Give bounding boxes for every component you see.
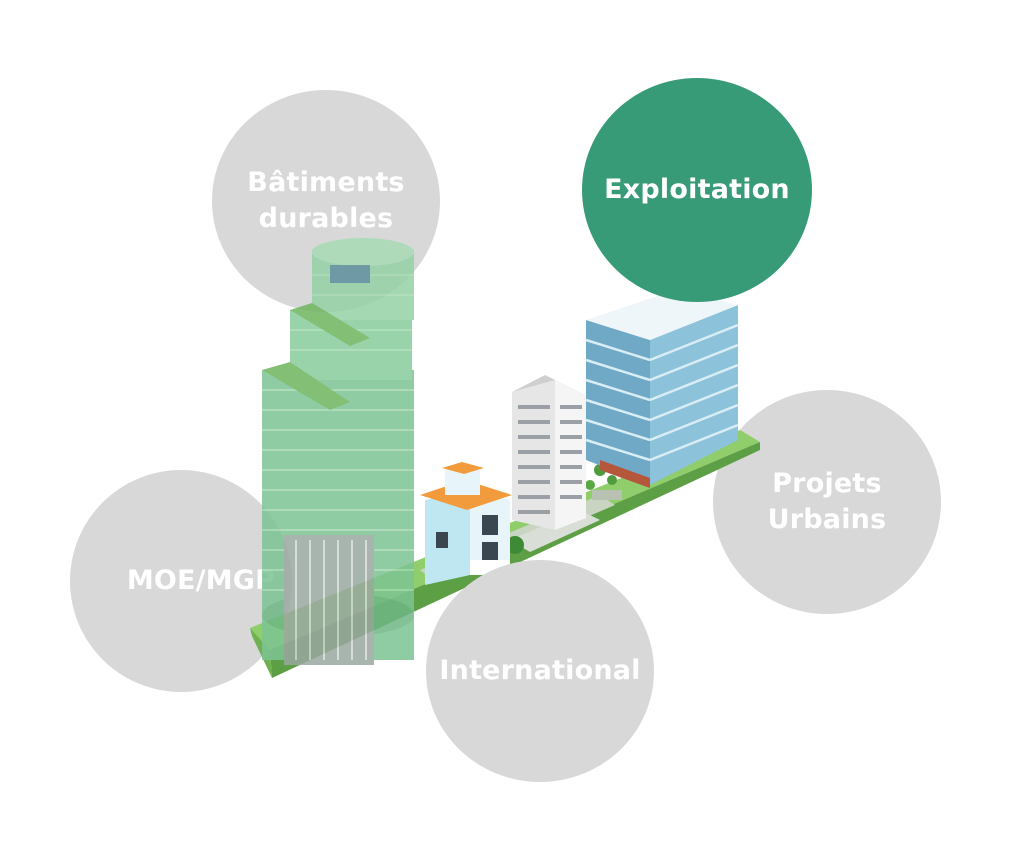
bubble-exploitation[interactable]: Exploitation bbox=[582, 78, 812, 302]
bubble-projets-urbains[interactable]: Projets Urbains bbox=[713, 390, 941, 614]
bubble-label: Exploitation bbox=[604, 173, 790, 205]
bubble-moe-mgp[interactable]: MOE/MGP bbox=[70, 470, 292, 692]
tall-tower bbox=[262, 238, 414, 665]
white-building bbox=[512, 375, 586, 530]
glass-office bbox=[585, 290, 739, 488]
small-house bbox=[420, 462, 512, 585]
bubble-label: Bâtiments durables bbox=[247, 166, 405, 234]
bubble-label: Projets Urbains bbox=[767, 467, 887, 535]
bubble-label: MOE/MGP bbox=[126, 564, 276, 596]
bubble-label: International bbox=[439, 654, 641, 686]
bubble-international[interactable]: International bbox=[426, 560, 654, 782]
